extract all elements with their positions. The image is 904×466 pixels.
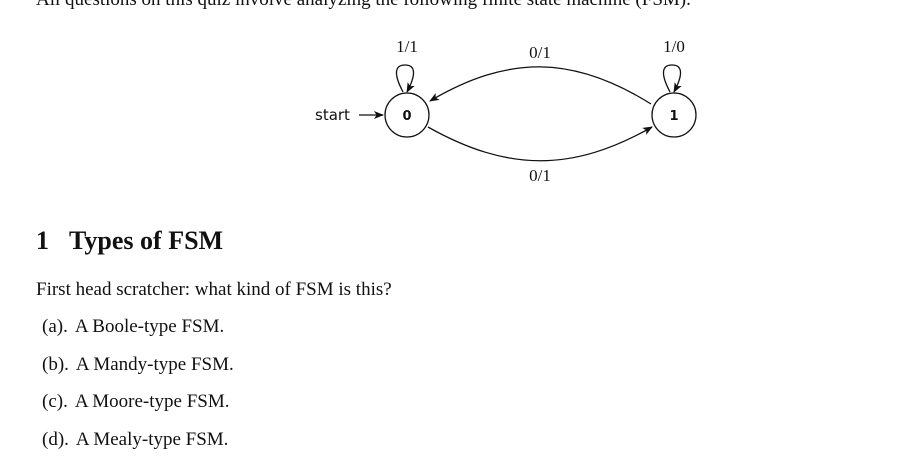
option-b-marker: (b).: [42, 354, 69, 375]
option-d-marker: (d).: [42, 429, 69, 450]
option-a-marker: (a).: [42, 316, 68, 337]
self-loop-1: [663, 65, 680, 92]
state-0-label: 0: [402, 109, 411, 124]
answer-options: (a). A Boole-type FSM. (b). A Mandy-type F…: [42, 316, 234, 466]
option-b-text: A Mandy-type FSM.: [76, 354, 234, 375]
section-number: 1: [36, 226, 49, 255]
option-a-text: A Boole-type FSM.: [75, 316, 224, 337]
option-d-text: A Mealy-type FSM.: [76, 429, 229, 450]
option-a[interactable]: (a). A Boole-type FSM.: [42, 316, 234, 354]
option-c[interactable]: (c). A Moore-type FSM.: [42, 391, 234, 429]
option-b[interactable]: (b). A Mandy-type FSM.: [42, 354, 234, 392]
fsm-diagram: start 1/1 0/1 1/0 0/1 0 1: [0, 0, 904, 200]
section-heading: 1 Types of FSM: [36, 226, 223, 256]
option-c-text: A Moore-type FSM.: [75, 391, 230, 412]
section-title: Types of FSM: [69, 226, 223, 255]
state-1-label: 1: [669, 109, 678, 124]
option-d[interactable]: (d). A Mealy-type FSM.: [42, 429, 234, 466]
transition-0-to-1-label: 0/1: [529, 166, 551, 185]
option-c-marker: (c).: [42, 391, 68, 412]
self-loop-0: [396, 65, 413, 92]
transition-0-to-1: [428, 127, 652, 161]
self-loop-0-label: 1/1: [396, 37, 418, 56]
transition-1-to-0-label: 0/1: [529, 43, 551, 62]
transition-1-to-0: [430, 67, 651, 104]
self-loop-1-label: 1/0: [663, 37, 685, 56]
question-text: First head scratcher: what kind of FSM i…: [36, 279, 392, 301]
start-label: start: [315, 106, 350, 124]
